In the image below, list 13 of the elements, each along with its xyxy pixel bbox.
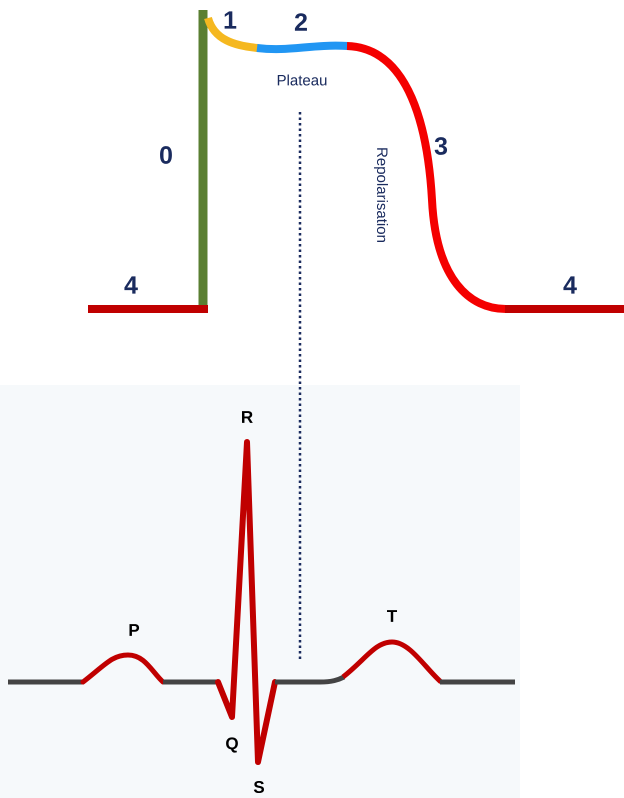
phase-number: 4 [563,276,577,294]
wave-label: T [387,610,398,622]
phase-number: 0 [160,146,172,164]
wave-label: S [254,780,264,794]
phase-number: 3 [434,137,448,155]
wave-label: Q [226,737,238,753]
phase-number: 4 [124,276,138,294]
phase-number: 2 [294,13,307,31]
wave-label: R [242,411,253,423]
phase-number: 1 [224,11,236,29]
curve-label: Plateau [278,74,326,86]
curve-label: Repolarisation [374,148,388,242]
wave-label: P [129,624,140,636]
